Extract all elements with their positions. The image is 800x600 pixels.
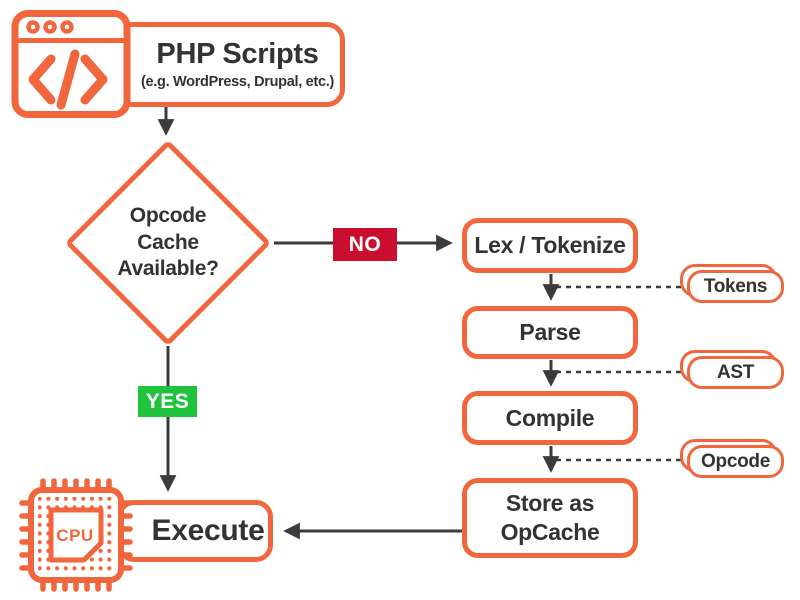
artifact-ast-label: AST [687, 356, 784, 389]
branch-no-badge: NO [333, 228, 397, 261]
branch-yes-badge: YES [138, 386, 197, 417]
node-lex-tokenize: Lex / Tokenize [462, 218, 638, 273]
artifact-tokens: Tokens [680, 264, 784, 303]
cpu-icon: CPU [18, 477, 134, 593]
code-window-icon [10, 8, 132, 120]
cpu-icon-label: CPU [56, 526, 93, 545]
decision-label: Opcode Cache Available? [117, 204, 219, 281]
node-php-scripts: PHP Scripts (e.g. WordPress, Drupal, etc… [114, 22, 345, 107]
node-store-as-opcache: Store as OpCache [462, 478, 638, 558]
php-scripts-subtitle: (e.g. WordPress, Drupal, etc.) [141, 73, 334, 90]
node-execute: Execute [117, 500, 273, 562]
artifact-opcode-label: Opcode [687, 445, 784, 478]
node-parse: Parse [462, 306, 638, 359]
node-compile: Compile [462, 391, 638, 445]
artifact-opcode: Opcode [680, 439, 784, 478]
php-scripts-title: PHP Scripts [156, 38, 319, 71]
artifact-ast: AST [680, 350, 784, 389]
artifact-tokens-label: Tokens [687, 270, 784, 303]
